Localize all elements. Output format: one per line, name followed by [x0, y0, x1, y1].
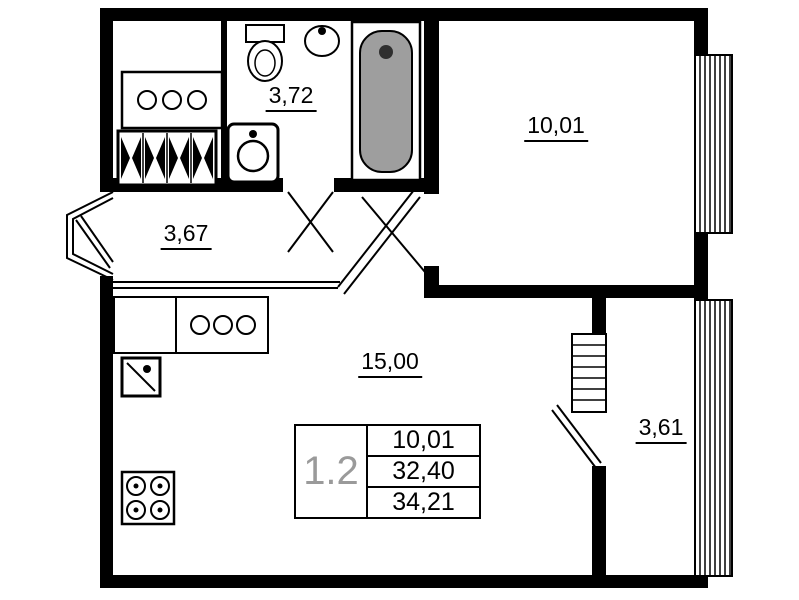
room-label-hallway: 3,67	[160, 220, 212, 250]
wall-left-lower	[100, 276, 113, 588]
window-bedroom-icon	[694, 54, 733, 234]
windows	[571, 54, 733, 577]
bathroom-door-swing-icon	[287, 191, 334, 253]
room-label-living-room: 15,00	[358, 348, 422, 378]
wall-under-bathtub	[334, 178, 439, 192]
wall-bath-bedroom	[424, 8, 439, 194]
stove-icon	[120, 470, 176, 526]
window-balcony-icon	[694, 299, 733, 577]
unit-type-label: 1.2	[296, 426, 368, 517]
kitchen-sink-icon	[120, 356, 162, 398]
wall-kitchen-bath-divider	[221, 21, 227, 178]
room-label-balcony: 3,61	[635, 414, 687, 444]
wardrobe-icon	[116, 129, 218, 187]
wall-balcony-lower	[592, 466, 606, 588]
area-row-2: 32,40	[368, 457, 479, 488]
area-row-1: 10,01	[368, 426, 479, 457]
entry-door-icon	[66, 191, 114, 281]
unit-area-table: 10,01 32,40 34,21	[368, 426, 479, 517]
washbasin-icon	[226, 122, 280, 184]
fixtures	[113, 20, 422, 526]
toilet-icon	[245, 24, 285, 82]
balcony-door-swing-icon	[551, 404, 602, 469]
room-label-bedroom: 10,01	[524, 112, 588, 142]
hallway-partition	[113, 281, 340, 289]
hallway-end-wall	[337, 189, 421, 295]
area-row-3: 34,21	[392, 488, 455, 516]
small-washbasin-icon	[304, 25, 340, 57]
room-label-bathroom: 3,72	[265, 82, 317, 112]
window-living-balcony-icon	[571, 333, 607, 413]
wall-under-bedroom	[424, 285, 708, 298]
wall-balcony-upper	[592, 298, 606, 336]
unit-info-box: 1.2 10,01 32,40 34,21	[294, 424, 481, 519]
bedroom-door-swing-icon	[361, 196, 431, 279]
doors	[66, 189, 602, 469]
bathtub-icon	[350, 20, 422, 182]
wall-top	[100, 8, 708, 21]
wall-bottom	[100, 575, 708, 588]
wall-left-upper	[100, 8, 113, 192]
kitchen-counter-icon	[113, 296, 269, 354]
laundry-counter-icon	[120, 70, 224, 130]
